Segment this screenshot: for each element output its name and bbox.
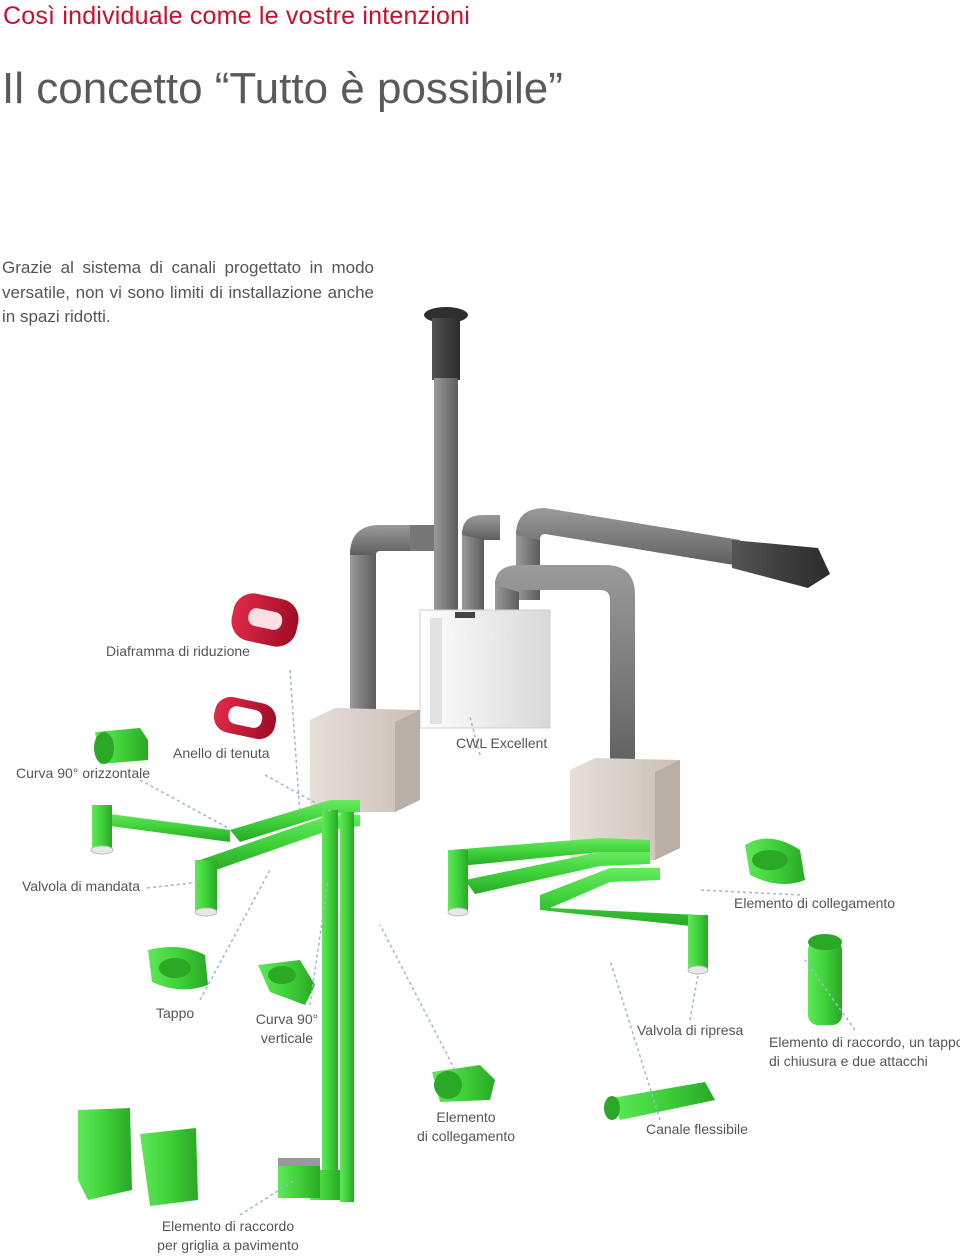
label-curva-verticale-line2: verticale [260, 1030, 314, 1046]
label-curva-orizzontale: Curva 90° orizzontale [16, 765, 150, 781]
label-elemento-collegamento-bottom: Elemento di collegamento [410, 1108, 522, 1146]
flexible-duct-part [604, 1082, 715, 1120]
vertical-bend-part [258, 960, 315, 1005]
reduction-diaphragm-part [231, 593, 299, 647]
sealing-ring-part [213, 696, 277, 740]
distribution-box-left [310, 708, 420, 812]
label-curva-verticale-line1: Curva 90° [255, 1011, 319, 1027]
page-title: Il concetto “Tutto è possibile” [2, 64, 563, 113]
cwl-excellent-unit [419, 609, 551, 729]
intro-paragraph: Grazie al sistema di canali progettato i… [2, 258, 374, 326]
label-elemento-collegamento-line2: di collegamento [416, 1128, 516, 1144]
label-valvola-ripresa: Valvola di ripresa [637, 1022, 744, 1038]
label-valvola-mandata: Valvola di mandata [22, 878, 141, 894]
junction-element-part [808, 934, 842, 1025]
connection-element-part-bottom [432, 1065, 495, 1102]
label-cwl: CWL Excellent [456, 735, 548, 751]
distribution-box-right [570, 758, 680, 860]
label-elemento-collegamento-line1: Elemento [436, 1109, 496, 1125]
floor-grille-adapter-parts [78, 1108, 320, 1206]
label-canale-flessibile: Canale flessibile [646, 1121, 748, 1137]
label-anello: Anello di tenuta [173, 745, 270, 761]
connection-element-part-right [745, 838, 805, 884]
leader-lines [139, 669, 856, 1216]
label-raccordo-tappo-line1: Elemento di raccordo, un tappo [769, 1034, 960, 1050]
label-raccordo-tappo: Elemento di raccordo, un tappo di chiusu… [769, 1033, 960, 1071]
label-diaframma: Diaframma di riduzione [106, 643, 250, 659]
cap-part [148, 946, 208, 990]
horizontal-bend-part [94, 728, 148, 764]
label-tappo: Tappo [156, 1005, 195, 1021]
page-kicker: Così individuale come le vostre intenzio… [3, 2, 470, 30]
label-raccordo-griglia-line1: Elemento di raccordo [161, 1218, 295, 1234]
green-duct-network [90, 800, 709, 1202]
label-curva-verticale: Curva 90° verticale [248, 1010, 326, 1048]
label-raccordo-tappo-line2: di chiusura e due attacchi [769, 1053, 928, 1069]
label-raccordo-griglia-line2: per griglia a pavimento [157, 1237, 299, 1253]
label-raccordo-griglia: Elemento di raccordo per griglia a pavim… [150, 1217, 306, 1255]
label-elemento-collegamento-right: Elemento di collegamento [734, 895, 896, 911]
